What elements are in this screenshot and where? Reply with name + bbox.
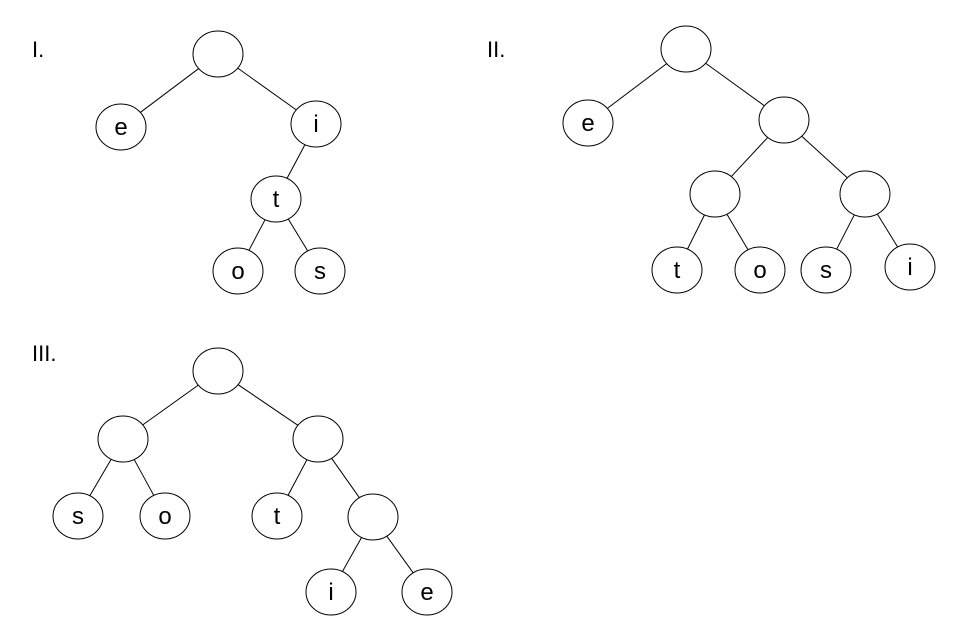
tree-3-edge-b-t [287,459,308,496]
tree-3-edge-r-b [237,384,299,426]
tree-2-edge-n2-t [687,214,705,250]
tree-1-node-s [294,247,346,295]
tree-3-node-o [139,492,191,540]
tree-1-node-i [290,100,342,148]
tree-2-node-o [734,246,786,294]
tree-3-node-r [192,347,244,395]
tree-1-node-e [95,103,147,151]
tree-1-edge-i-t [286,144,306,179]
tree-2-node-n2 [689,170,741,218]
tree-2-node-i [884,243,936,291]
tree-1-edge-r-i [237,67,297,111]
tree-3-node-e [401,568,453,616]
tree-1-node-r [192,30,244,78]
tree-1-node-t [250,175,302,223]
tree-1-edge-t-o [248,219,266,251]
tree-3-edge-a-s [89,459,112,496]
tree-2-edge-r-n1 [705,62,765,107]
tree-2: e t o s i [562,25,936,294]
tree-2-node-label-t: t [674,257,681,284]
tree-2-node-n1 [758,96,810,144]
tree-3-node-t [251,492,303,540]
tree-3-node-label-e: e [420,579,433,606]
tree-2-edge-n3-i [876,213,899,248]
tree-1-label: I. [32,37,45,62]
tree-3-node-label-t: t [274,503,281,530]
tree-2-node-label-i: i [907,254,912,281]
tree-3-edge-r-a [142,384,199,426]
tree-1: e i t o s [95,30,346,295]
tree-1-node-label-o: o [231,258,244,285]
tree-2-node-e [562,99,614,147]
tree-2-edge-n3-s [836,214,855,250]
tree-3-edge-c-i [342,537,362,572]
tree-2-node-label-s: s [820,257,832,284]
tree-2-node-label-o: o [753,257,766,284]
tree-1-node-label-i: i [313,111,318,138]
tree-3-node-s [52,492,104,540]
tree-1-node-label-e: e [114,114,127,141]
tree-3-node-b [292,415,344,463]
tree-2-node-n3 [839,170,891,218]
tree-2-edge-n1-n3 [801,135,848,179]
tree-1-node-label-t: t [273,186,280,213]
tree-2-node-r [660,25,712,73]
tree-1-edge-t-s [287,218,309,252]
tree-2-node-t [651,246,703,294]
tree-3-edge-a-o [133,459,155,496]
tree-3-node-i [305,568,357,616]
tree-3-edge-b-c [331,458,360,498]
tree-2-label: II. [487,37,506,62]
tree-3-node-label-o: o [158,503,171,530]
tree-2-edge-n1-n2 [730,137,769,177]
tree-3: s o t i e [52,347,453,616]
tree-2-node-label-e: e [581,110,594,137]
tree-1-node-o [212,247,264,295]
tree-2-edge-r-e [607,63,667,109]
tree-2-edge-n2-o [726,213,749,251]
tree-3-edge-c-e [386,535,414,574]
tree-3-node-c [347,493,399,541]
tree-1-edge-r-e [140,68,199,113]
tree-2-node-s [800,246,852,294]
tree-1-node-label-s: s [314,258,326,285]
tree-3-node-a [97,415,149,463]
tree-3-label: III. [32,341,57,366]
tree-3-node-label-s: s [72,503,84,530]
tree-3-node-label-i: i [328,579,333,606]
